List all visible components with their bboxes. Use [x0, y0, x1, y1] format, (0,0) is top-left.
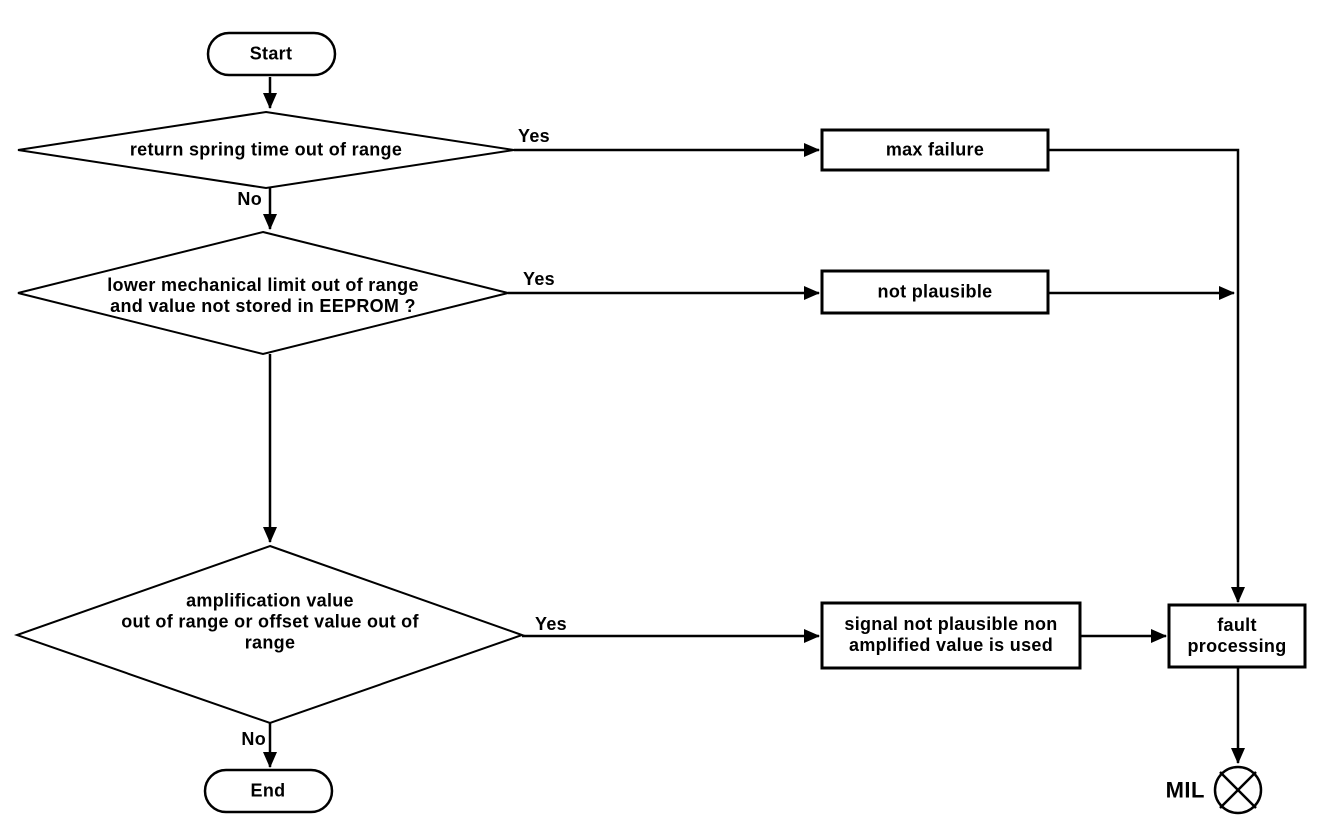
decision1-no-label: No [237, 189, 262, 209]
end-label: End [250, 780, 286, 801]
decision1-yes-label: Yes [518, 126, 550, 146]
not-plausible-box-shape [820, 269, 1050, 315]
fault-label-line2: processing [1187, 636, 1287, 656]
max-failure-label: max failure [885, 139, 985, 160]
mil-label: MIL [1165, 777, 1205, 803]
fault-processing-label: fault processing [1187, 615, 1286, 657]
decision2-yes-label: Yes [523, 269, 555, 289]
decision2-label-line2: and value not stored in EEPROM ? [110, 296, 416, 316]
decision2-diamond-shape [17, 230, 509, 356]
signal-label-line1: signal not plausible non [844, 614, 1058, 634]
decision1-label: return spring time out of range [129, 139, 403, 160]
decision3-label-line3: range [244, 632, 296, 653]
fault-processing-box-shape [1167, 603, 1307, 669]
signal-not-plausible-label: signal not plausible non amplified value… [844, 614, 1057, 656]
not-plausible-label: not plausible [877, 281, 993, 302]
end-terminator-shape [203, 768, 334, 814]
decision2-label: lower mechanical limit out of range and … [107, 275, 419, 317]
decision2-label-line1: lower mechanical limit out of range [107, 275, 419, 295]
decision1-diamond-shape [17, 110, 515, 190]
signal-not-plausible-box-shape [820, 601, 1082, 670]
decision3-yes-label: Yes [535, 614, 567, 634]
start-label: Start [249, 43, 293, 64]
decision3-label-line2: out of range or offset value out of [121, 611, 419, 632]
decision3-diamond-shape [13, 544, 526, 725]
mil-lamp-icon [1213, 765, 1263, 815]
fault-label-line1: fault [1217, 615, 1257, 635]
edge-maxfailure-to-fault [1048, 148, 1245, 603]
start-terminator-shape [206, 31, 337, 77]
signal-label-line2: amplified value is used [849, 635, 1053, 655]
decision3-no-label: No [241, 729, 266, 749]
decision3-label: amplification value out of range or offs… [121, 591, 419, 654]
max-failure-box-shape [820, 128, 1050, 172]
decision3-label-line1: amplification value [186, 590, 354, 611]
